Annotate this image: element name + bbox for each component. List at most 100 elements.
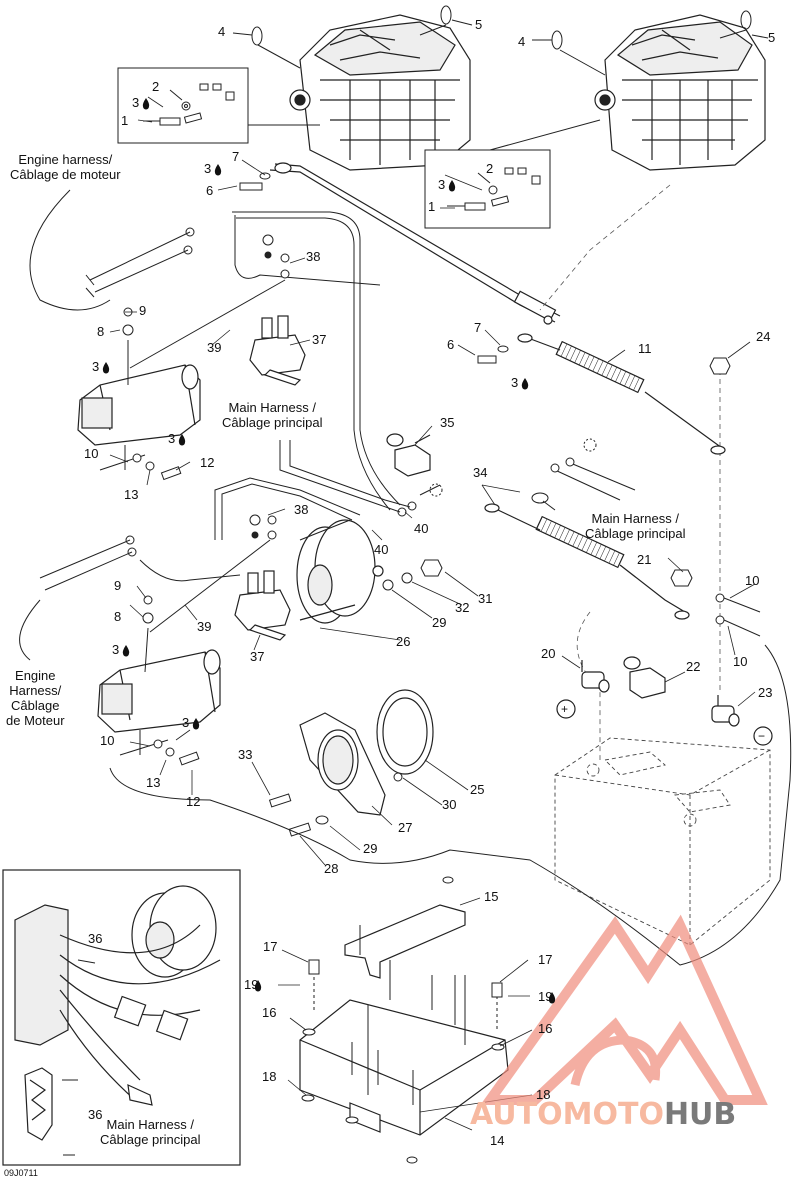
caption-main-harness-mid: Main Harness / Câblage principal xyxy=(222,400,322,430)
oil-drop-icon xyxy=(254,979,262,997)
positive-terminal-symbol xyxy=(556,699,576,719)
oil-drop-icon xyxy=(548,991,556,1009)
terminal-cover-22 xyxy=(623,656,666,699)
oil-drop-icon xyxy=(521,377,529,395)
starter-motor-top xyxy=(77,364,201,446)
watermark-logo xyxy=(480,914,768,1105)
callout-16: 16 xyxy=(538,1021,553,1036)
cover-27 xyxy=(299,712,386,816)
callout-4: 4 xyxy=(518,34,526,49)
caption-line-4: de Moteur xyxy=(6,713,65,728)
caption-line-3: Câblage xyxy=(11,698,60,713)
callout-1: 1 xyxy=(121,113,129,128)
callout-5: 5 xyxy=(475,17,483,32)
cable-11 xyxy=(517,333,726,455)
wiring-detail-inset xyxy=(2,869,241,1166)
callout-38: 38 xyxy=(306,249,321,264)
callout-17: 17 xyxy=(538,952,553,967)
callout-31: 31 xyxy=(478,591,493,606)
callout-3: 3 xyxy=(112,642,120,657)
callout-29: 29 xyxy=(363,841,378,856)
mount-hardware-box-right xyxy=(424,119,601,229)
callout-6: 6 xyxy=(206,183,214,198)
battery-terminal-23 xyxy=(711,695,740,727)
caption-line-en: Main Harness / xyxy=(228,400,316,415)
callout-15: 15 xyxy=(484,889,499,904)
magneto-26 xyxy=(296,519,384,624)
callout-28: 28 xyxy=(324,861,339,876)
oil-drop-icon xyxy=(142,97,150,115)
callout-8: 8 xyxy=(97,324,105,339)
caption-line-fr: Câblage principal xyxy=(100,1132,201,1147)
caption-main-harness-inset: Main Harness / Câblage principal xyxy=(100,1117,200,1147)
callout-10: 10 xyxy=(84,446,99,461)
cable-21 xyxy=(484,503,690,620)
callout-27: 27 xyxy=(398,820,413,835)
watermark-text-part2: HUB xyxy=(663,1097,737,1132)
oil-drop-icon xyxy=(102,361,110,379)
caption-line-fr: Câblage principal xyxy=(222,415,323,430)
callout-18: 18 xyxy=(262,1069,277,1084)
callout-12: 12 xyxy=(200,455,215,470)
cable-upper xyxy=(269,162,561,325)
negative-sign: − xyxy=(758,729,766,743)
callout-2: 2 xyxy=(152,79,160,94)
caption-line-1: Engine xyxy=(15,668,56,683)
callout-38: 38 xyxy=(294,502,309,517)
callout-12: 12 xyxy=(186,794,201,809)
callout-19: 19 xyxy=(538,989,553,1004)
callout-23: 23 xyxy=(758,685,773,700)
battery-strap-15 xyxy=(344,904,466,979)
callout-6: 6 xyxy=(447,337,455,352)
watermark-text-part1: AUTOMOTO xyxy=(470,1097,664,1132)
caption-line-en: Engine harness/ xyxy=(18,152,113,167)
callout-10: 10 xyxy=(100,733,115,748)
callout-29: 29 xyxy=(432,615,447,630)
caption-line-fr: Câblage de moteur xyxy=(10,167,121,182)
battery xyxy=(554,737,771,946)
solenoid-37-lower xyxy=(234,570,291,641)
callout-3: 3 xyxy=(438,177,446,192)
callout-1: 1 xyxy=(428,199,436,214)
callout-40: 40 xyxy=(374,542,389,557)
caption-line-2: Harness/ xyxy=(9,683,62,698)
callout-2: 2 xyxy=(486,161,494,176)
oil-drop-icon xyxy=(214,163,222,181)
callout-36: 36 xyxy=(88,1107,103,1122)
callout-5: 5 xyxy=(768,30,776,45)
callout-4: 4 xyxy=(218,24,226,39)
callout-3: 3 xyxy=(92,359,100,374)
callout-10: 10 xyxy=(745,573,760,588)
callout-7: 7 xyxy=(232,149,240,164)
callout-14: 14 xyxy=(490,1133,505,1148)
callout-3: 3 xyxy=(182,715,190,730)
oil-drop-icon xyxy=(178,433,186,451)
diagram-code: 09J0711 xyxy=(4,1168,38,1178)
solenoid-37-top xyxy=(249,315,306,386)
engine-right xyxy=(594,14,766,171)
callout-36: 36 xyxy=(88,931,103,946)
caption-engine-harness-lower: Engine Harness/ Câblage de Moteur xyxy=(6,668,65,728)
mount-hardware-box-left xyxy=(117,67,320,144)
caption-engine-harness-top: Engine harness/ Câblage de moteur xyxy=(10,152,121,182)
callout-37: 37 xyxy=(250,649,265,664)
callout-24: 24 xyxy=(756,329,771,344)
callout-26: 26 xyxy=(396,634,411,649)
caption-line-fr: Câblage principal xyxy=(585,526,686,541)
callout-3: 3 xyxy=(168,431,176,446)
callout-33: 33 xyxy=(238,747,253,762)
callout-30: 30 xyxy=(442,797,457,812)
callout-7: 7 xyxy=(474,320,482,335)
callout-40: 40 xyxy=(414,521,429,536)
positive-sign: + xyxy=(561,702,569,716)
callout-18: 18 xyxy=(536,1087,551,1102)
starter-motor-lower xyxy=(97,649,221,733)
callout-35: 35 xyxy=(440,415,455,430)
negative-terminal-symbol xyxy=(753,726,773,746)
battery-terminal-20 xyxy=(581,660,610,693)
callout-3: 3 xyxy=(132,95,140,110)
callout-17: 17 xyxy=(263,939,278,954)
gasket-25 xyxy=(376,689,434,775)
